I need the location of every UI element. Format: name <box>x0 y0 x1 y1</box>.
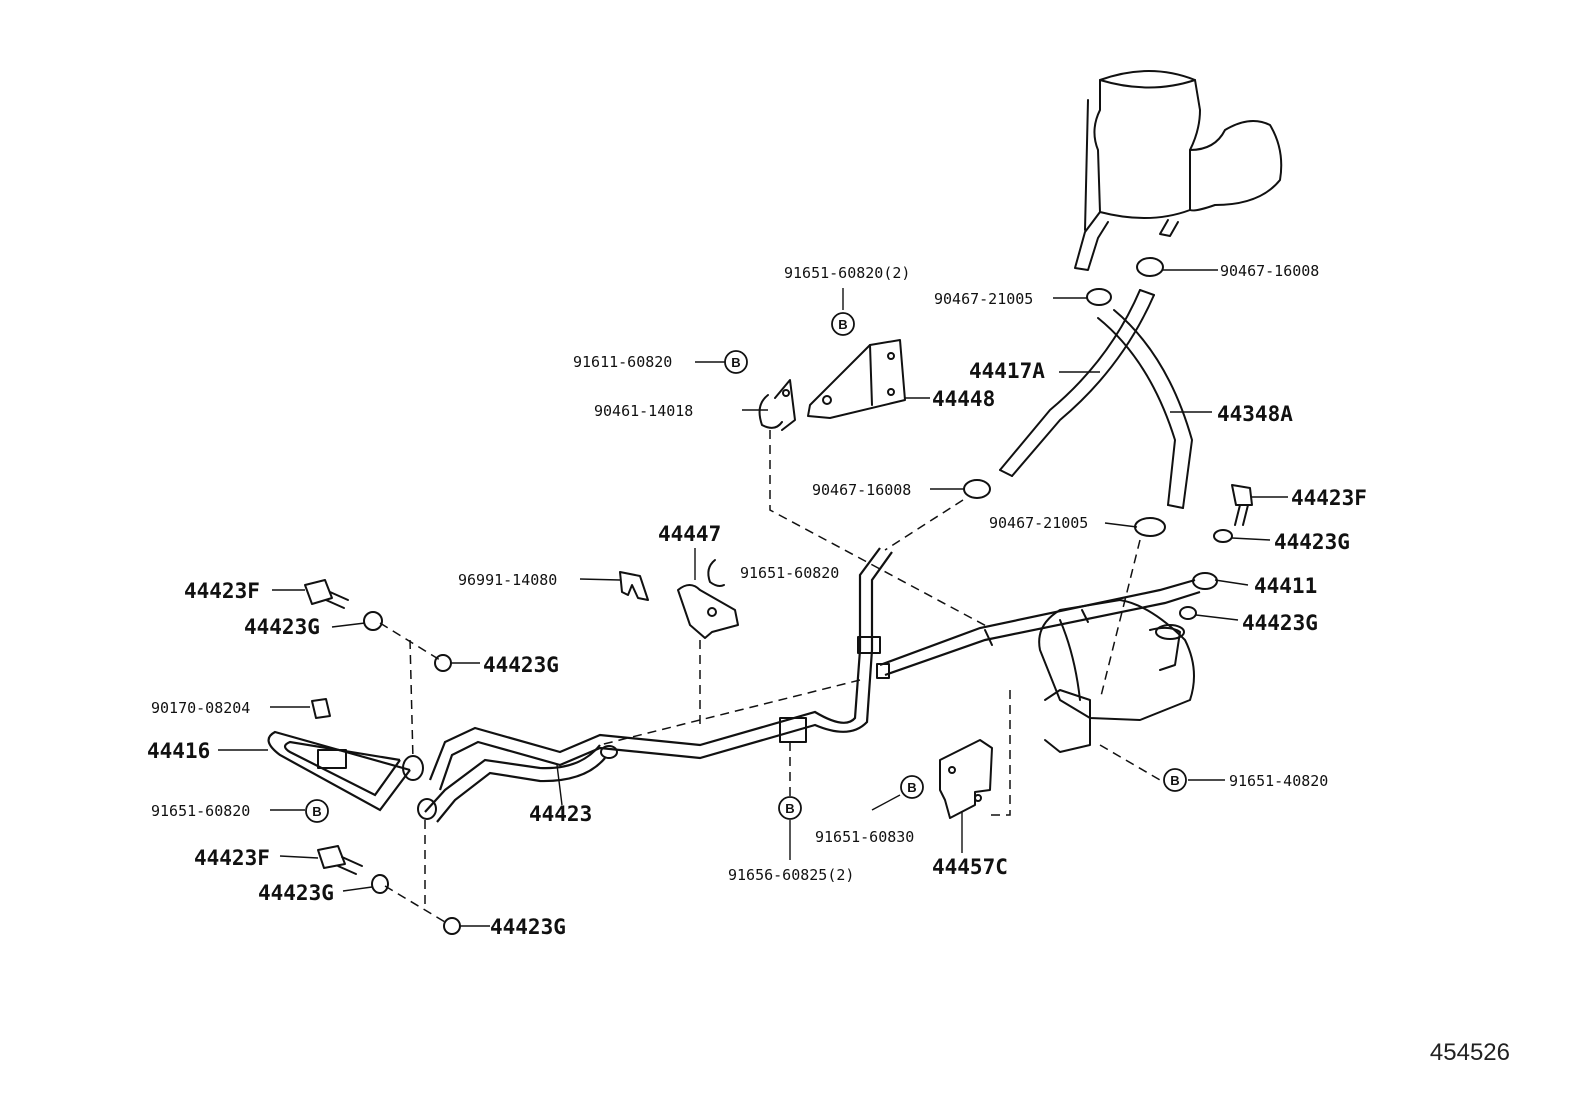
svg-text:B: B <box>785 801 794 816</box>
label-90467-21005-top: 90467-21005 <box>934 290 1033 308</box>
clamp-90467-21005-mid <box>1134 517 1166 537</box>
nut-90170-08204 <box>311 698 331 719</box>
washer-44423g-right1 <box>1213 529 1233 543</box>
label-44423g-left4: 44423G <box>490 915 566 939</box>
label-44423g-left2: 44423G <box>483 653 559 677</box>
bolt-marker-91656-60825-2: B <box>778 796 802 820</box>
label-91651-60830: 91651-60830 <box>815 828 914 846</box>
washer-44423g-left4 <box>443 917 461 935</box>
washer-44423g-left1 <box>363 611 383 631</box>
power-steering-pump <box>1038 599 1195 753</box>
label-96991-14080: 96991-14080 <box>458 571 557 589</box>
reference-number: 454526 <box>1430 1039 1510 1066</box>
label-90467-16008-top: 90467-16008 <box>1220 262 1319 280</box>
label-44348a: 44348A <box>1217 402 1293 426</box>
assembly-lines <box>379 430 1161 923</box>
label-44423f-left2: 44423F <box>194 846 270 870</box>
hose-clamp-top <box>1086 257 1164 306</box>
label-91651-60820-mid: 91651-60820 <box>740 564 839 582</box>
label-44423g-left3: 44423G <box>258 881 334 905</box>
svg-text:B: B <box>838 317 847 332</box>
label-44423g-right1: 44423G <box>1274 530 1350 554</box>
label-44457c: 44457C <box>932 855 1008 879</box>
washer-44423g-right2 <box>1179 606 1197 620</box>
label-44411: 44411 <box>1254 574 1317 598</box>
label-44416: 44416 <box>147 739 210 763</box>
bolt-44423f-left2 <box>317 845 363 875</box>
label-91651-60820-2: 91651-60820(2) <box>784 264 910 282</box>
pipe-44416 <box>267 730 411 812</box>
label-44417a: 44417A <box>969 359 1045 383</box>
label-91651-60820-left: 91651-60820 <box>151 802 250 820</box>
label-44423g-right2: 44423G <box>1242 611 1318 635</box>
clamp-44447 <box>677 559 739 639</box>
label-90170-08204: 90170-08204 <box>151 699 250 717</box>
pipe-44423 <box>402 547 893 823</box>
label-44423: 44423 <box>529 802 592 826</box>
bolt-44423f-right <box>1231 484 1253 526</box>
svg-text:B: B <box>731 355 740 370</box>
reservoir-tank <box>1074 70 1283 271</box>
bracket-44457c <box>939 739 993 819</box>
label-44448: 44448 <box>932 387 995 411</box>
label-90467-21005-mid: 90467-21005 <box>989 514 1088 532</box>
washer-44423g-left2 <box>434 654 452 672</box>
washer-44423g-left3 <box>371 874 389 894</box>
bracket-44448 <box>807 339 906 419</box>
clamp-90467-16008-mid <box>963 479 991 499</box>
label-90467-16008-mid: 90467-16008 <box>812 481 911 499</box>
svg-text:B: B <box>907 780 916 795</box>
label-44447: 44447 <box>658 522 721 546</box>
bolt-marker-91611-60820: B <box>724 350 748 374</box>
bolt-44423f-left1 <box>304 579 349 609</box>
clamp-90461-14018 <box>758 379 796 431</box>
svg-text:B: B <box>312 804 321 819</box>
bolt-marker-91651-60830: B <box>900 775 924 799</box>
hose-44417a <box>999 289 1155 477</box>
bolt-marker-91651-60820-2: B <box>831 312 855 336</box>
label-91651-40820: 91651-40820 <box>1229 772 1328 790</box>
hose-44348a <box>1097 309 1193 509</box>
label-90461-14018: 90461-14018 <box>594 402 693 420</box>
pressure-hose-44411 <box>876 572 1218 679</box>
label-44423g-left1: 44423G <box>244 615 320 639</box>
label-44423f-right: 44423F <box>1291 486 1367 510</box>
bolt-marker-91651-40820: B <box>1163 768 1187 792</box>
svg-text:B: B <box>1170 773 1179 788</box>
bolt-marker-91651-60820-left: B <box>305 799 329 823</box>
leader-lines <box>218 269 1288 927</box>
label-91656-60825-2: 91656-60825(2) <box>728 866 854 884</box>
label-91611-60820: 91611-60820 <box>573 353 672 371</box>
label-44423f-left1: 44423F <box>184 579 260 603</box>
clip-96991-14080 <box>619 571 649 601</box>
